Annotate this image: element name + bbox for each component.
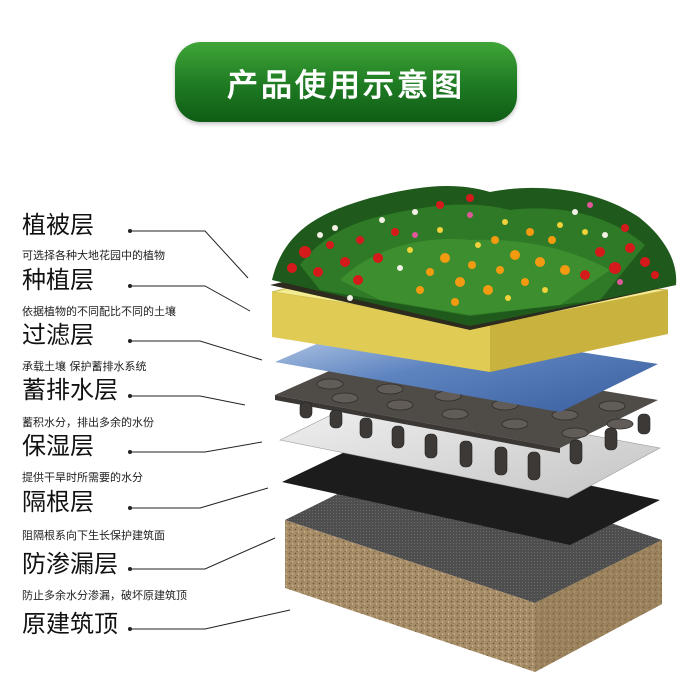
layer-desc-root-barrier: 阻隔根系向下生长保护建筑面 xyxy=(22,529,165,542)
vegetation-layer xyxy=(270,185,677,330)
connector-line xyxy=(130,230,249,279)
connector-line xyxy=(130,609,291,630)
connector-dot xyxy=(128,394,132,398)
layer-name-drainage: 蓄排水层 xyxy=(22,376,118,404)
connector-line xyxy=(130,340,263,361)
connector-line xyxy=(130,285,251,312)
connector-dot xyxy=(128,450,132,454)
connector-dot xyxy=(128,229,132,233)
connector-line xyxy=(130,487,269,509)
flowers xyxy=(287,194,659,306)
layer-desc-waterproof: 防止多余水分渗漏，破坏原建筑顶 xyxy=(22,589,187,602)
layer-desc-drainage: 蓄积水分，排出多余的水份 xyxy=(22,416,154,429)
waterproof-sheet xyxy=(282,440,660,545)
layer-desc-vegetation: 可选择各种大地花园中的植物 xyxy=(22,249,165,262)
connector-lines xyxy=(130,230,291,630)
layer-desc-filter: 承载土壤 保护蓄排水系统 xyxy=(22,360,147,373)
layer-name-root-barrier: 隔根层 xyxy=(22,488,94,516)
connector-line xyxy=(130,441,263,453)
layer-desc-planting: 依据植物的不同配比不同的土壤 xyxy=(22,305,176,318)
connector-dot xyxy=(128,567,132,571)
connector-line xyxy=(130,395,246,406)
connector-dot xyxy=(128,339,132,343)
layer-desc-moisture: 提供干旱时所需要的水分 xyxy=(22,471,143,484)
layer-name-moisture: 保湿层 xyxy=(22,432,94,460)
connector-dot xyxy=(128,284,132,288)
connector-line xyxy=(130,537,276,570)
layer-name-filter: 过滤层 xyxy=(22,321,94,349)
connector-dots xyxy=(128,229,132,631)
title-banner: 产品使用示意图 xyxy=(175,42,517,122)
layer-name-planting: 种植层 xyxy=(22,266,94,294)
layer-name-original-roof: 原建筑顶 xyxy=(22,610,118,638)
layer-name-waterproof: 防渗漏层 xyxy=(22,550,118,578)
layer-name-vegetation: 植被层 xyxy=(22,211,94,239)
connector-dot xyxy=(128,627,132,631)
banner-title: 产品使用示意图 xyxy=(227,67,465,104)
connector-dot xyxy=(128,506,132,510)
